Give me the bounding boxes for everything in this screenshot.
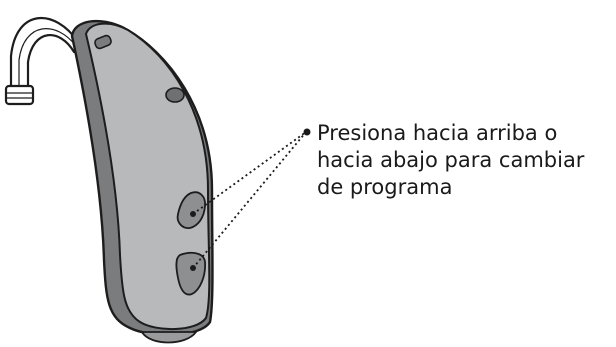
hearing-aid-bottom-nub [140, 331, 198, 344]
microphone-port [165, 87, 185, 103]
callout-line-1: Presiona hacia arriba o [317, 121, 558, 145]
ear-hook-inner-line [18, 28, 77, 90]
callout-line-3: de programa [317, 175, 453, 199]
callout-anchor-dot [303, 128, 311, 136]
callout-leader-upper [192, 131, 307, 215]
callout-label: Presiona hacia arriba o hacia abajo para… [317, 120, 613, 201]
ear-hook-tip [4, 84, 35, 106]
callout-line-2: hacia abajo para cambiar [317, 148, 585, 172]
ear-hook [4, 17, 80, 106]
callout-leaders [192, 128, 311, 269]
program-button-up [176, 191, 206, 229]
top-button [94, 34, 112, 50]
hearing-aid-body [70, 19, 214, 344]
